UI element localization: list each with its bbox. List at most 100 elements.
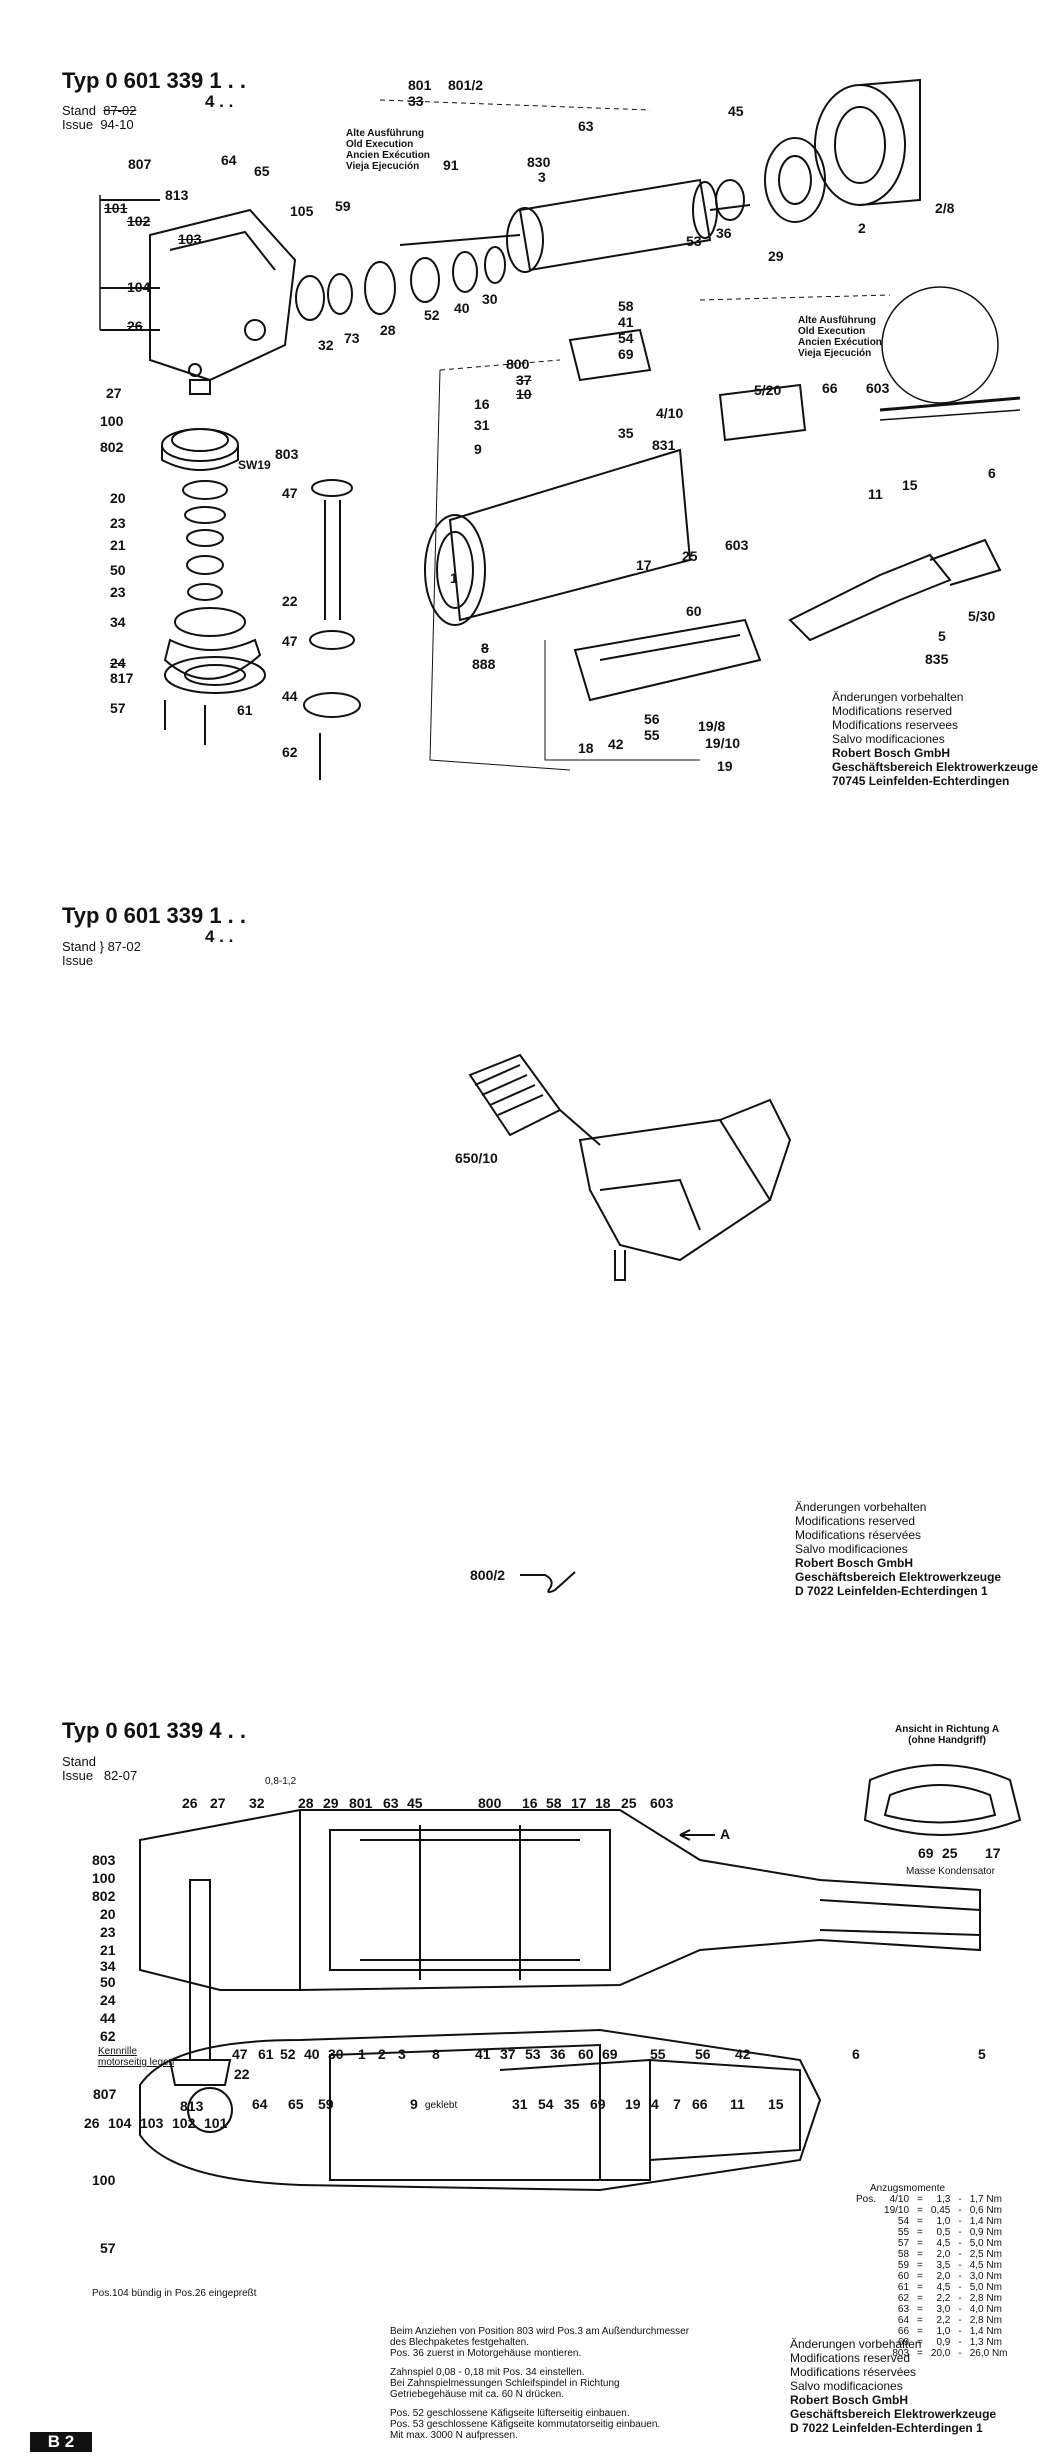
part-label-24: 24 (110, 655, 126, 671)
part-label-60: 60 (686, 603, 702, 619)
torque-row: 69=0,9-1,3 Nm (852, 2337, 1012, 2348)
top-label-603: 603 (650, 1795, 674, 1811)
company-3-address: D 7022 Leinfelden-Echterdingen 1 (790, 2421, 983, 2435)
view-label-69: 69 (918, 1845, 934, 1861)
bottom-label-1: 1 (358, 2046, 366, 2062)
part-label-45: 45 (728, 103, 744, 119)
part-label-9: 9 (474, 441, 482, 457)
part-label-26: 26 (127, 318, 143, 334)
lower-label-31: 31 (512, 2096, 528, 2112)
torque-cell: 60 (897, 2271, 910, 2282)
view-title-line1: Ansicht in Richtung A (895, 1724, 1000, 1735)
lower-label-101: 101 (204, 2115, 228, 2131)
torque-cell (852, 2304, 880, 2315)
company-3-division: Geschäftsbereich Elektrowerkzeuge (790, 2407, 997, 2421)
torque-cell: 4,5 (936, 2238, 951, 2249)
torque-cell: 4,5 (936, 2282, 951, 2293)
torque-cell: = (917, 2227, 923, 2238)
bottom-label-36: 36 (550, 2046, 566, 2062)
kennrille-note: Kennrille motorseitig legen (98, 2046, 174, 2068)
part-label-66: 66 (822, 380, 838, 396)
stand-label-3: Stand (62, 1754, 96, 1769)
bottom-label-69: 69 (602, 2046, 618, 2062)
part-label-813: 813 (165, 187, 189, 203)
torque-cell (852, 2293, 880, 2304)
instruction-line: Zahnspiel 0,08 - 0,18 mit Pos. 34 einste… (390, 2367, 585, 2378)
typ-label-2: Typ (62, 903, 100, 928)
torque-cell: - (958, 2249, 962, 2260)
notice-3-fr: Modifications réservées (790, 2365, 917, 2379)
issue-label-3: Issue (62, 1768, 94, 1783)
part-label-25: 25 (682, 548, 698, 564)
company-2-division: Geschäftsbereich Elektrowerkzeuge (795, 1570, 1002, 1584)
part-label-65: 65 (254, 163, 270, 179)
torque-cell (852, 2205, 880, 2216)
torque-cell: 63 (897, 2304, 910, 2315)
part-label-10: 10 (516, 386, 532, 402)
torque-cell: = (917, 2238, 923, 2249)
part-label-47: 47 (282, 485, 298, 501)
part-label-32: 32 (318, 337, 334, 353)
handle-label-650-10: 650/10 (455, 1150, 498, 1166)
torque-cell: 4/10 (889, 2194, 910, 2205)
issue-label: Issue (62, 117, 94, 132)
capacitor-label: Masse Kondensator (906, 1866, 995, 1877)
left-label-24: 24 (100, 1992, 116, 2008)
old-execution-2-en: Old Execution (798, 326, 866, 337)
upper-housing-outline (139, 1809, 981, 1991)
torque-cell: 64 (897, 2315, 910, 2326)
torque-cell: 0,9 (936, 2337, 951, 2348)
part-label-603b: 603 (725, 537, 749, 553)
old-execution-note: Alte Ausführung Old Execution Ancien Exé… (346, 128, 430, 172)
old-execution-es: Vieja Ejecución (346, 161, 420, 172)
top-label-800: 800 (478, 1795, 502, 1811)
torque-cell: 1,7 Nm (969, 2194, 1002, 2205)
part-label-40: 40 (454, 300, 470, 316)
lower-label-35: 35 (564, 2096, 580, 2112)
part-label-37: 37 (516, 372, 532, 388)
bottom-label-5: 5 (978, 2046, 986, 2062)
view-title: Ansicht in Richtung A (ohne Handgriff) (895, 1724, 999, 1746)
part-label-11: 11 (868, 486, 883, 502)
lower-label-54: 54 (538, 2096, 554, 2112)
lower-label-4: 4 (651, 2096, 659, 2112)
stand-label: Stand (62, 103, 96, 118)
top-label-16: 16 (522, 1795, 538, 1811)
torque-cell: 62 (897, 2293, 910, 2304)
torque-cell: = (917, 2249, 923, 2260)
notice-3-de: Änderungen vorbehalten (790, 2337, 922, 2351)
torque-row: 55=0,5-0,9 Nm (852, 2227, 1012, 2238)
torque-row: 54=1,0-1,4 Nm (852, 2216, 1012, 2227)
torque-row: 63=3,0-4,0 Nm (852, 2304, 1012, 2315)
part-label-42: 42 (608, 736, 624, 752)
torque-cell: 66 (897, 2326, 910, 2337)
torque-cell: 69 (897, 2337, 910, 2348)
top-label-27: 27 (210, 1795, 226, 1811)
torque-cell: 803 (892, 2348, 910, 2359)
lower-label-9: 9 (410, 2096, 418, 2112)
assembly-instructions: Beim Anziehen von Position 803 wird Pos.… (390, 2326, 689, 2441)
part-label-8: 8 (481, 640, 489, 656)
lower-label-100: 100 (92, 2172, 116, 2188)
torque-cell: = (917, 2315, 923, 2326)
stand-issue-2: Stand } 87-02 Issue (62, 939, 141, 968)
bottom-label-52: 52 (280, 2046, 296, 2062)
notice-de: Änderungen vorbehalten (832, 690, 964, 704)
left-label-802: 802 (92, 1888, 116, 1904)
notice-2-de: Änderungen vorbehalten (795, 1500, 927, 1514)
company-division: Geschäftsbereich Elektrowerkzeuge (832, 760, 1039, 774)
left-label-803: 803 (92, 1852, 116, 1868)
torque-title: Anzugsmomente (870, 2183, 946, 2194)
part-label-27: 27 (106, 385, 122, 401)
torque-cell: 1,4 Nm (969, 2326, 1002, 2337)
typ-number: 0 601 339 1 . . (105, 68, 246, 93)
left-label-100: 100 (92, 1870, 116, 1886)
torque-cell: - (958, 2337, 962, 2348)
part-label-100: 100 (100, 413, 124, 429)
bottom-label-3: 3 (398, 2046, 406, 2062)
torque-cell (852, 2326, 880, 2337)
torque-cell: - (958, 2238, 962, 2249)
torque-cell: 3,0 Nm (969, 2271, 1002, 2282)
old-execution-2-fr: Ancien Exécution (798, 337, 882, 348)
